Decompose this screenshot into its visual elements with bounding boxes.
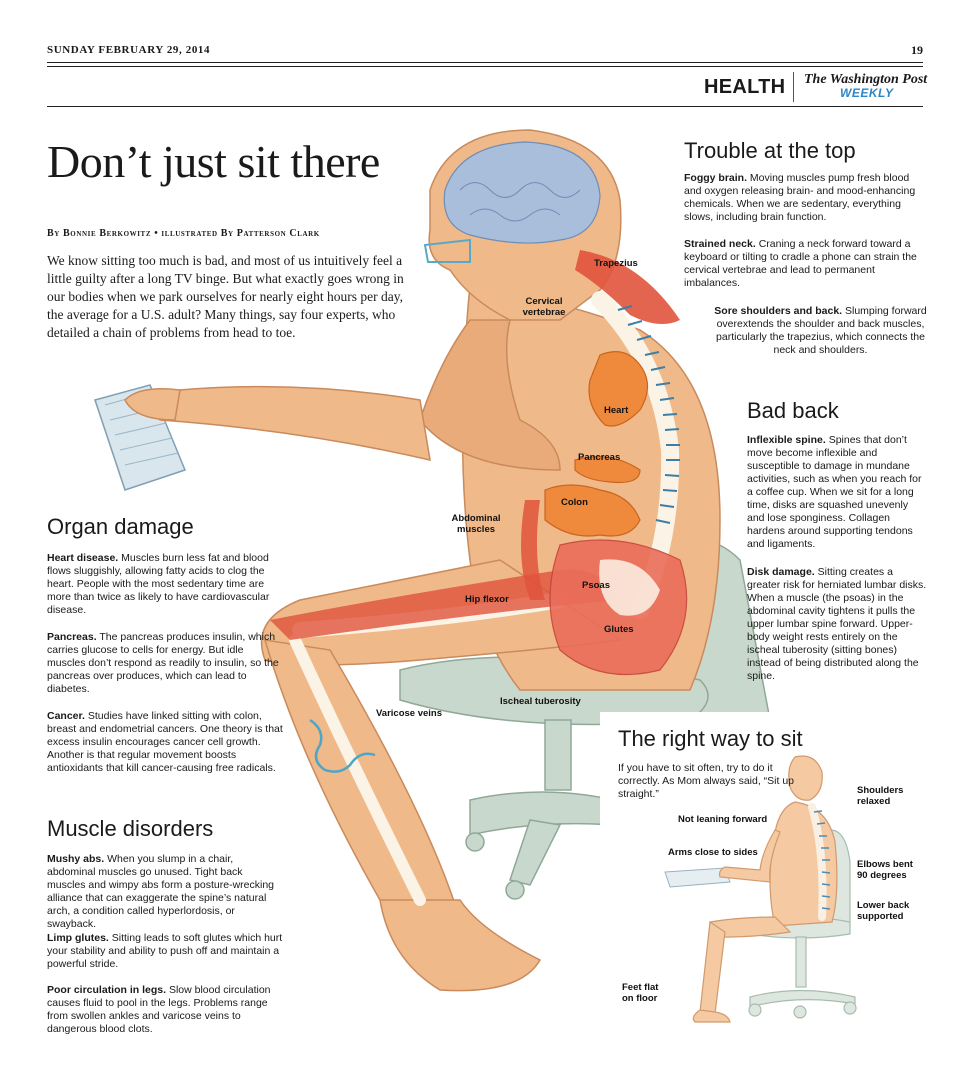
label-elbows-bent: Elbows bent 90 degrees bbox=[857, 859, 913, 881]
bad-back-heading: Bad back bbox=[747, 398, 839, 423]
item-text: When you slump in a chair, abdominal mus… bbox=[47, 853, 275, 930]
organ-item-2: Pancreas. The pancreas produces insulin,… bbox=[47, 631, 283, 696]
label-psoas: Psoas bbox=[582, 580, 610, 591]
item-text: Studies have linked sitting with colon, … bbox=[47, 710, 283, 774]
label-hip-flexor: Hip flexor bbox=[465, 594, 509, 605]
muscle-item-2: Limp glutes. Sitting leads to soft glute… bbox=[47, 932, 283, 971]
dateline: SUNDAY FEBRUARY 29, 2014 bbox=[47, 44, 211, 56]
masthead-divider bbox=[793, 72, 794, 102]
header-rule-thin bbox=[47, 66, 923, 67]
section-rule bbox=[47, 106, 923, 107]
item-lead: Heart disease. bbox=[47, 552, 119, 564]
label-glutes: Glutes bbox=[604, 624, 634, 635]
intro-paragraph: We know sitting too much is bad, and mos… bbox=[47, 253, 404, 340]
label-pancreas: Pancreas bbox=[578, 452, 621, 463]
right-way-intro: If you have to sit often, try to do it c… bbox=[618, 762, 795, 800]
item-text: Spines that don’t move become inflexible… bbox=[747, 434, 922, 550]
section-name: HEALTH bbox=[704, 76, 786, 98]
body-figure bbox=[124, 129, 721, 992]
masthead-logo: The Washington Post bbox=[804, 72, 928, 87]
item-lead: Pancreas. bbox=[47, 631, 97, 643]
label-arms-close-to-sides: Arms close to sides bbox=[668, 847, 758, 858]
item-text: The pancreas produces insulin, which car… bbox=[47, 631, 279, 695]
item-lead: Poor circulation in legs. bbox=[47, 984, 167, 996]
label-heart: Heart bbox=[604, 405, 629, 416]
item-text: Craning a neck forward toward a keyboard… bbox=[684, 238, 917, 289]
label-ischeal-tuberosity: Ischeal tuberosity bbox=[500, 696, 581, 707]
header-rule bbox=[47, 62, 923, 63]
item-lead: Cancer. bbox=[47, 710, 85, 722]
label-cervical-vertebrae: Cervical vertebrae bbox=[522, 296, 566, 318]
item-text: Muscles burn less fat and blood flows sl… bbox=[47, 552, 270, 616]
item-text: Slumping forward overextends the shoulde… bbox=[716, 305, 927, 356]
organ-item-1: Heart disease. Muscles burn less fat and… bbox=[47, 552, 283, 617]
item-text: Slow blood circulation causes fluid to p… bbox=[47, 984, 271, 1035]
item-lead: Foggy brain. bbox=[684, 172, 747, 184]
item-lead: Limp glutes. bbox=[47, 932, 109, 944]
item-text: Moving muscles pump fresh blood and oxyg… bbox=[684, 172, 916, 223]
bad-back-item-2: Disk damage. Sitting creates a greater r… bbox=[747, 566, 927, 683]
muscle-item-1: Mushy abs. When you slump in a chair, ab… bbox=[47, 853, 283, 931]
label-feet-flat-on-floor: Feet flat on floor bbox=[622, 982, 659, 1004]
label-not-leaning-forward: Not leaning forward bbox=[678, 814, 768, 825]
muscle-heading: Muscle disorders bbox=[47, 816, 214, 841]
masthead-sub: WEEKLY bbox=[840, 86, 894, 100]
label-abdominal-muscles: Abdominal muscles bbox=[451, 513, 501, 535]
item-lead: Sore shoulders and back. bbox=[714, 305, 843, 317]
label-colon: Colon bbox=[561, 497, 588, 508]
item-lead: Disk damage. bbox=[747, 566, 815, 578]
trouble-item-2: Strained neck. Craning a neck forward to… bbox=[684, 238, 929, 290]
trouble-item-1: Foggy brain. Moving muscles pump fresh b… bbox=[684, 172, 929, 224]
byline: By Bonnie Berkowitz • illustrated By Pat… bbox=[47, 228, 320, 239]
label-trapezius: Trapezius bbox=[594, 258, 638, 269]
trouble-heading: Trouble at the top bbox=[684, 138, 856, 163]
item-lead: Inflexible spine. bbox=[747, 434, 826, 446]
organ-heading: Organ damage bbox=[47, 514, 194, 539]
label-shoulders-relaxed: Shoulders relaxed bbox=[857, 785, 904, 807]
item-text: Sitting leads to soft glutes which hurt … bbox=[47, 932, 283, 970]
label-lower-back-supported: Lower back supported bbox=[857, 900, 910, 922]
item-lead: Strained neck. bbox=[684, 238, 756, 250]
item-text: Sitting creates a greater risk for herni… bbox=[747, 566, 927, 682]
item-lead: Mushy abs. bbox=[47, 853, 105, 865]
label-varicose-veins: Varicose veins bbox=[376, 708, 443, 719]
headline: Don’t just sit there bbox=[47, 136, 380, 187]
trouble-item-3: Sore shoulders and back. Slumping forwar… bbox=[708, 305, 933, 357]
bad-back-item-1: Inflexible spine. Spines that don’t move… bbox=[747, 434, 927, 551]
muscle-item-3: Poor circulation in legs. Slow blood cir… bbox=[47, 984, 283, 1036]
page-number: 19 bbox=[911, 43, 923, 57]
right-way-heading: The right way to sit bbox=[618, 726, 803, 751]
correct-posture-illustration bbox=[664, 755, 857, 1023]
right-way-panel: The right way to sit If you have to sit … bbox=[600, 712, 935, 1080]
organ-item-3: Cancer. Studies have linked sitting with… bbox=[47, 710, 283, 775]
